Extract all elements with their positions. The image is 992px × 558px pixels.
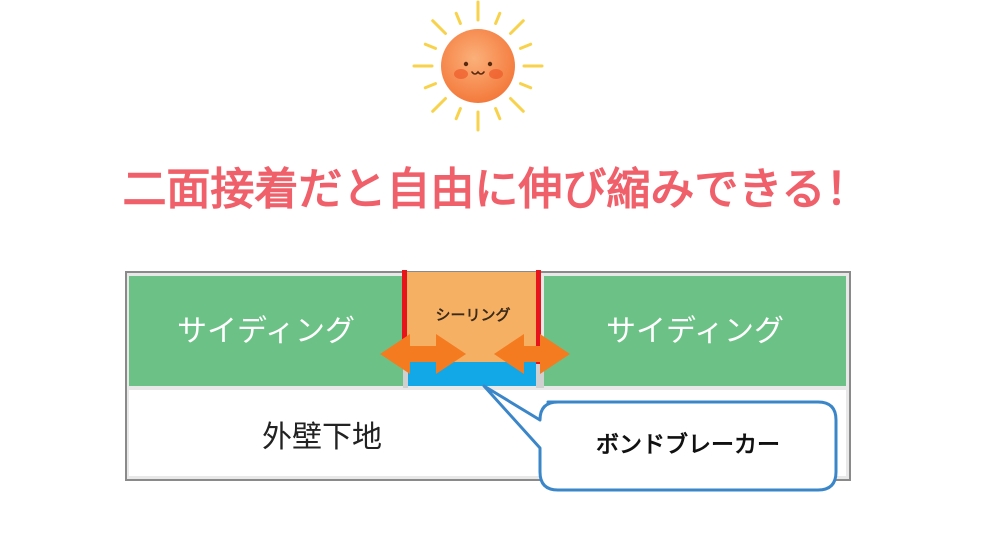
sun-ray [494, 107, 502, 121]
sealing-label: シーリング [435, 306, 510, 324]
sun-ray [454, 107, 462, 121]
sun-ray [519, 42, 533, 50]
siding-right [544, 276, 846, 386]
sun-ray [519, 82, 533, 90]
bond-breaker-label: ボンドブレーカー [596, 431, 780, 458]
joint-gap-left [403, 362, 408, 388]
siding-left-label: サイディング [177, 314, 355, 349]
adhesion-edge-right [536, 270, 541, 364]
siding-left [129, 276, 403, 386]
sun-icon [412, 0, 544, 132]
adhesion-edge-left [402, 270, 407, 364]
joint-gap-right [536, 362, 544, 388]
sun-ray [423, 82, 437, 90]
bond-breaker-callout: ボンドブレーカー [482, 384, 838, 492]
sun-ray [423, 42, 437, 50]
arrow-left [380, 334, 466, 374]
double-arrow-icon [380, 334, 570, 374]
sun-ray [454, 11, 462, 25]
sun-ray [494, 11, 502, 25]
headline: 二面接着だと自由に伸び縮みできる！ [122, 164, 869, 215]
sun-ray [509, 97, 525, 113]
arrow-right [494, 334, 570, 374]
substrate-label: 外壁下地 [262, 420, 382, 455]
siding-right-label: サイディング [606, 314, 784, 349]
sun-ray [431, 19, 447, 35]
sun-ray [431, 97, 447, 113]
sun-ray [509, 19, 525, 35]
